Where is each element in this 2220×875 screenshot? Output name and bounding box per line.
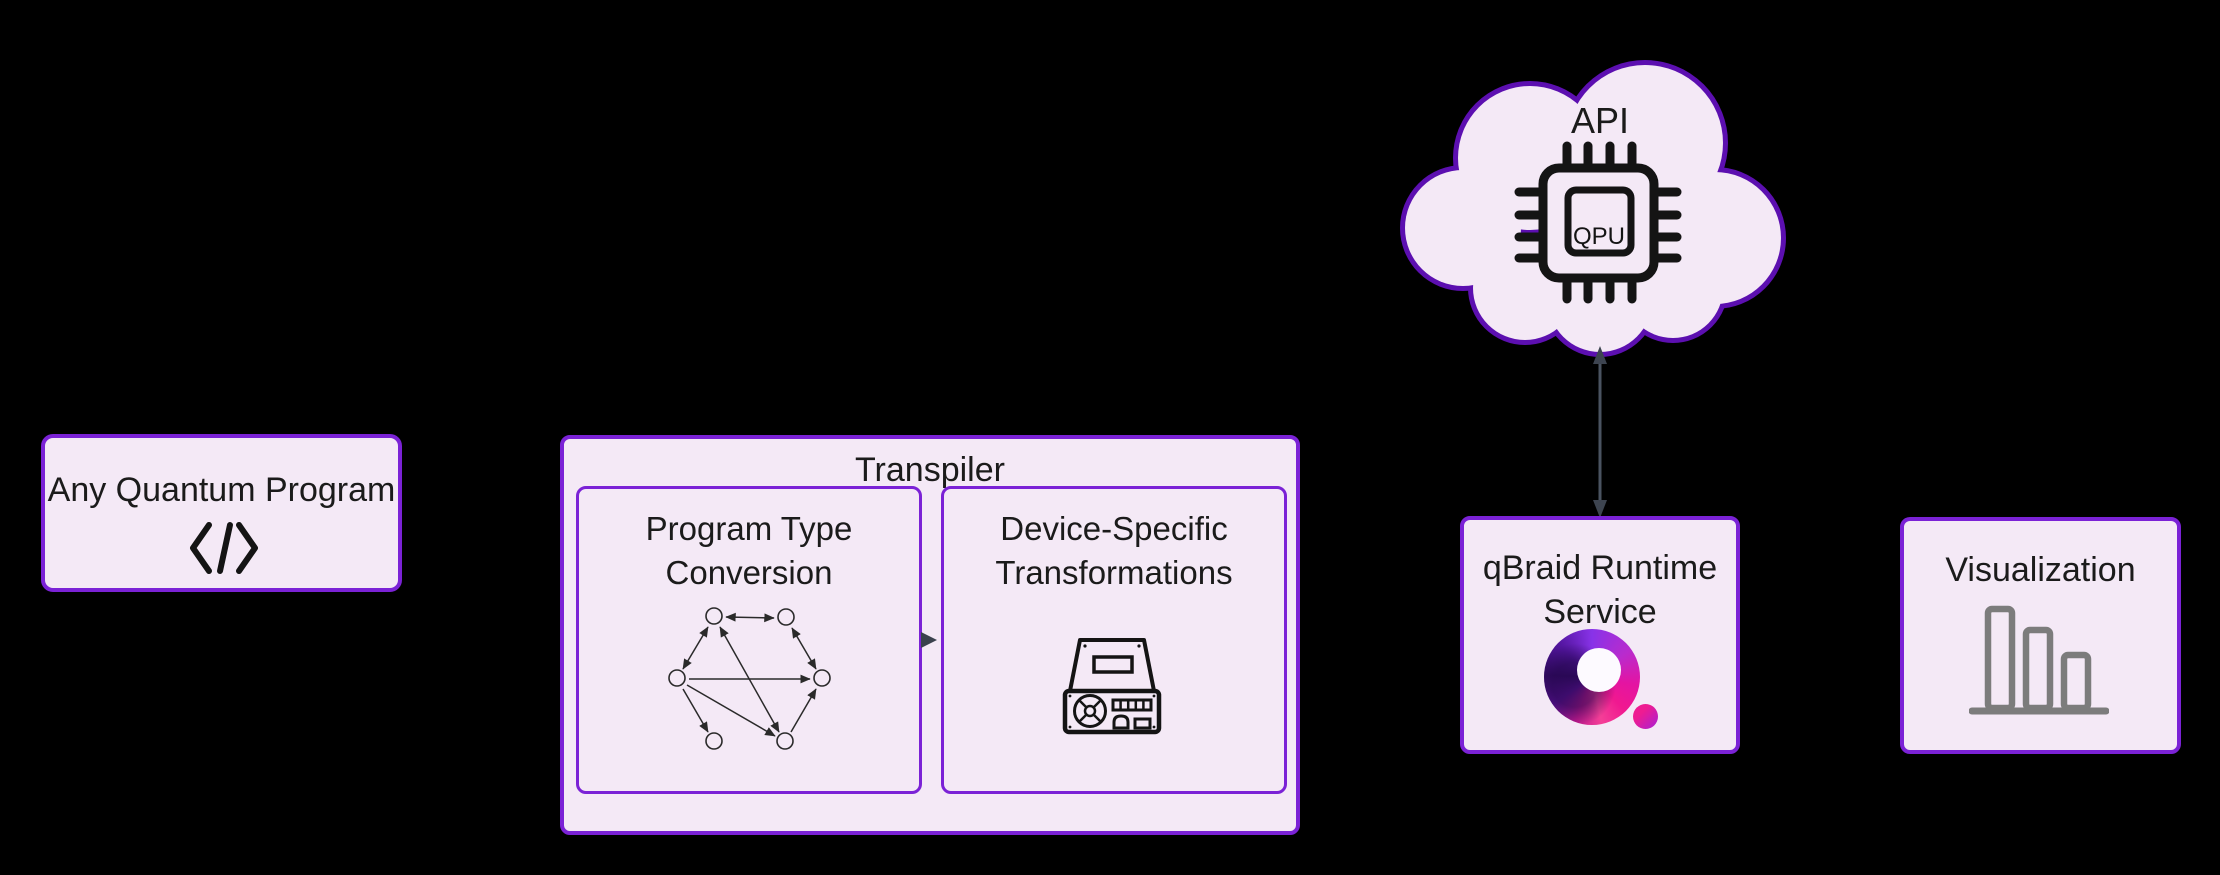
transpiler-title: Transpiler bbox=[855, 451, 1005, 489]
transpiler-node: Transpiler Program Type Conversion bbox=[560, 435, 1300, 835]
graph-icon bbox=[668, 607, 831, 750]
program-type-conversion-label: Program Type Conversion bbox=[645, 510, 853, 591]
visualization-label: Visualization bbox=[1945, 551, 2136, 589]
device-specific-transformations-label: Device-Specific Transformations bbox=[995, 510, 1233, 591]
qpu-chip-icon: QPU bbox=[1514, 141, 1682, 304]
api-to-runtime-arrow bbox=[1593, 346, 1607, 518]
qbraid-logo-hole bbox=[1577, 648, 1621, 692]
device-icon bbox=[1062, 638, 1162, 735]
any-quantum-program-node: Any Quantum Program bbox=[41, 434, 402, 592]
qbraid-runtime-service-label: qBraid Runtime Service bbox=[1482, 549, 1718, 631]
qbraid-logo-dot bbox=[1633, 704, 1658, 729]
code-icon bbox=[190, 522, 258, 574]
qbraid-logo bbox=[1544, 629, 1664, 731]
device-specific-transformations-node: Device-Specific Transformations bbox=[941, 486, 1287, 794]
program-type-conversion-node: Program Type Conversion bbox=[576, 486, 922, 794]
any-quantum-program-label: Any Quantum Program bbox=[47, 471, 396, 509]
conversion-to-transformations-arrow bbox=[921, 632, 937, 648]
bar-chart-icon bbox=[1969, 605, 2109, 715]
api-label: API bbox=[1570, 100, 1630, 141]
visualization-node: Visualization bbox=[1900, 517, 2181, 754]
qbraid-runtime-service-node: qBraid Runtime Service bbox=[1460, 516, 1740, 754]
qpu-chip-label: QPU bbox=[1573, 223, 1625, 250]
